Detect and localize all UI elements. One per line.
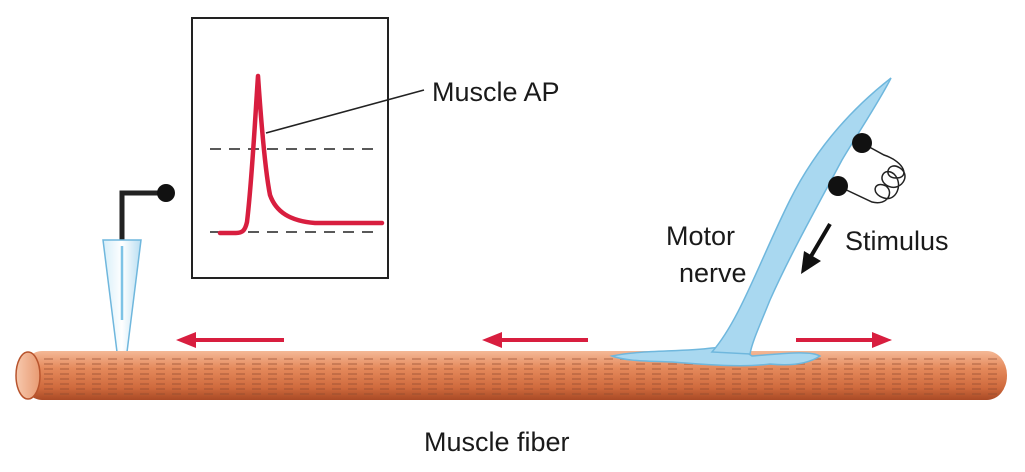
- motor-nerve-label-line2: nerve: [679, 258, 747, 288]
- action-potential-trace: [217, 73, 385, 236]
- oscilloscope-frame: [191, 17, 389, 279]
- muscle-ap-leader-line: [265, 89, 425, 134]
- motor-nerve-label-line1: Motor: [666, 221, 735, 251]
- muscle-fiber-label: Muscle fiber: [424, 427, 570, 457]
- muscle-ap-label: Muscle AP: [432, 77, 560, 107]
- electrode-wire: [119, 190, 164, 246]
- propagation-arrow-right: [796, 332, 892, 348]
- stimulus-electrode-upper-icon: [852, 133, 872, 153]
- neuromuscular-junction: [609, 346, 822, 367]
- motor-nerve: [609, 77, 892, 367]
- motor-nerve-axon: [710, 77, 892, 355]
- muscle-fiber-end-cap: [15, 351, 41, 400]
- muscle-fiber-striations: [44, 358, 997, 395]
- muscle-fiber: [15, 351, 1007, 400]
- propagation-arrow-left-1: [176, 332, 284, 348]
- electrode-terminal-icon: [157, 184, 175, 202]
- stimulus-label: Stimulus: [845, 226, 949, 256]
- oscilloscope-panel: [191, 17, 425, 279]
- stimulus-electrode-lower-icon: [828, 176, 848, 196]
- recording-electrode: [102, 184, 175, 369]
- stimulating-electrode: [828, 133, 906, 204]
- stimulus-direction-arrow: [801, 222, 832, 274]
- propagation-arrow-left-2: [482, 332, 588, 348]
- stimulus-coil-wire: [837, 142, 906, 204]
